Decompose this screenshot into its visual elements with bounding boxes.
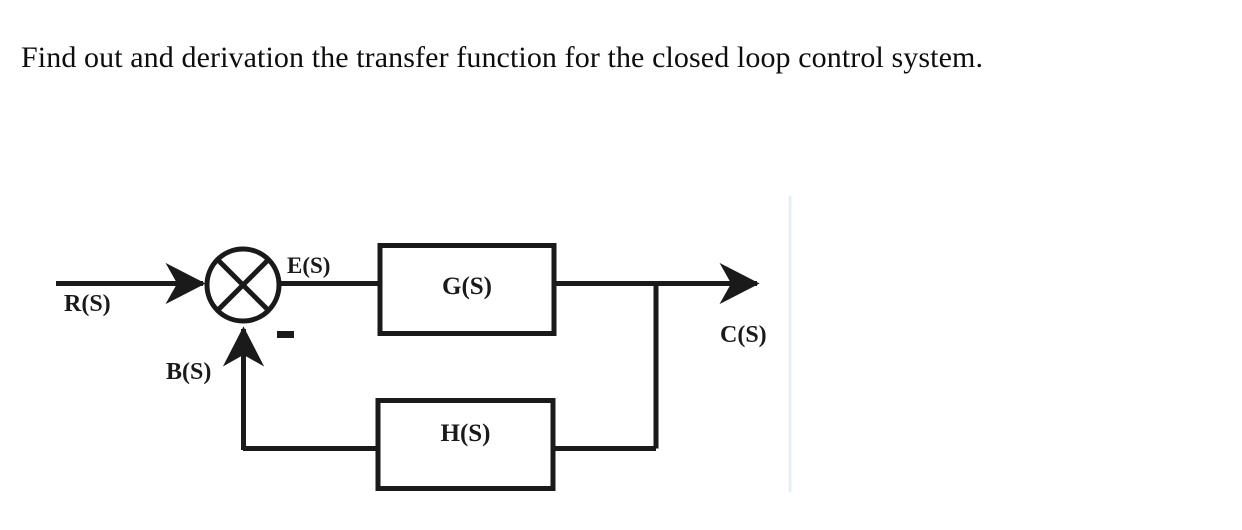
output-signal-label: C(S) bbox=[720, 322, 767, 348]
feedback-path-block-target[interactable] bbox=[377, 399, 554, 490]
error-signal-label: E(S) bbox=[287, 253, 331, 278]
summing-junction-target[interactable] bbox=[207, 249, 280, 322]
forward-path-block-target[interactable] bbox=[379, 244, 555, 335]
forward-path-block bbox=[377, 243, 557, 336]
minus-sign-icon bbox=[277, 331, 294, 338]
forward-path-block-label: G(S) bbox=[442, 273, 492, 300]
feedback-path-block-label: H(S) bbox=[440, 420, 491, 447]
reference-input-label: R(S) bbox=[64, 291, 111, 317]
question-text: Find out and derivation the transfer fun… bbox=[21, 41, 984, 74]
feedback-path-block bbox=[375, 398, 556, 491]
summing-junction-cross-stroke-2 bbox=[215, 257, 271, 313]
feedback-signal-label: B(S) bbox=[166, 359, 212, 385]
